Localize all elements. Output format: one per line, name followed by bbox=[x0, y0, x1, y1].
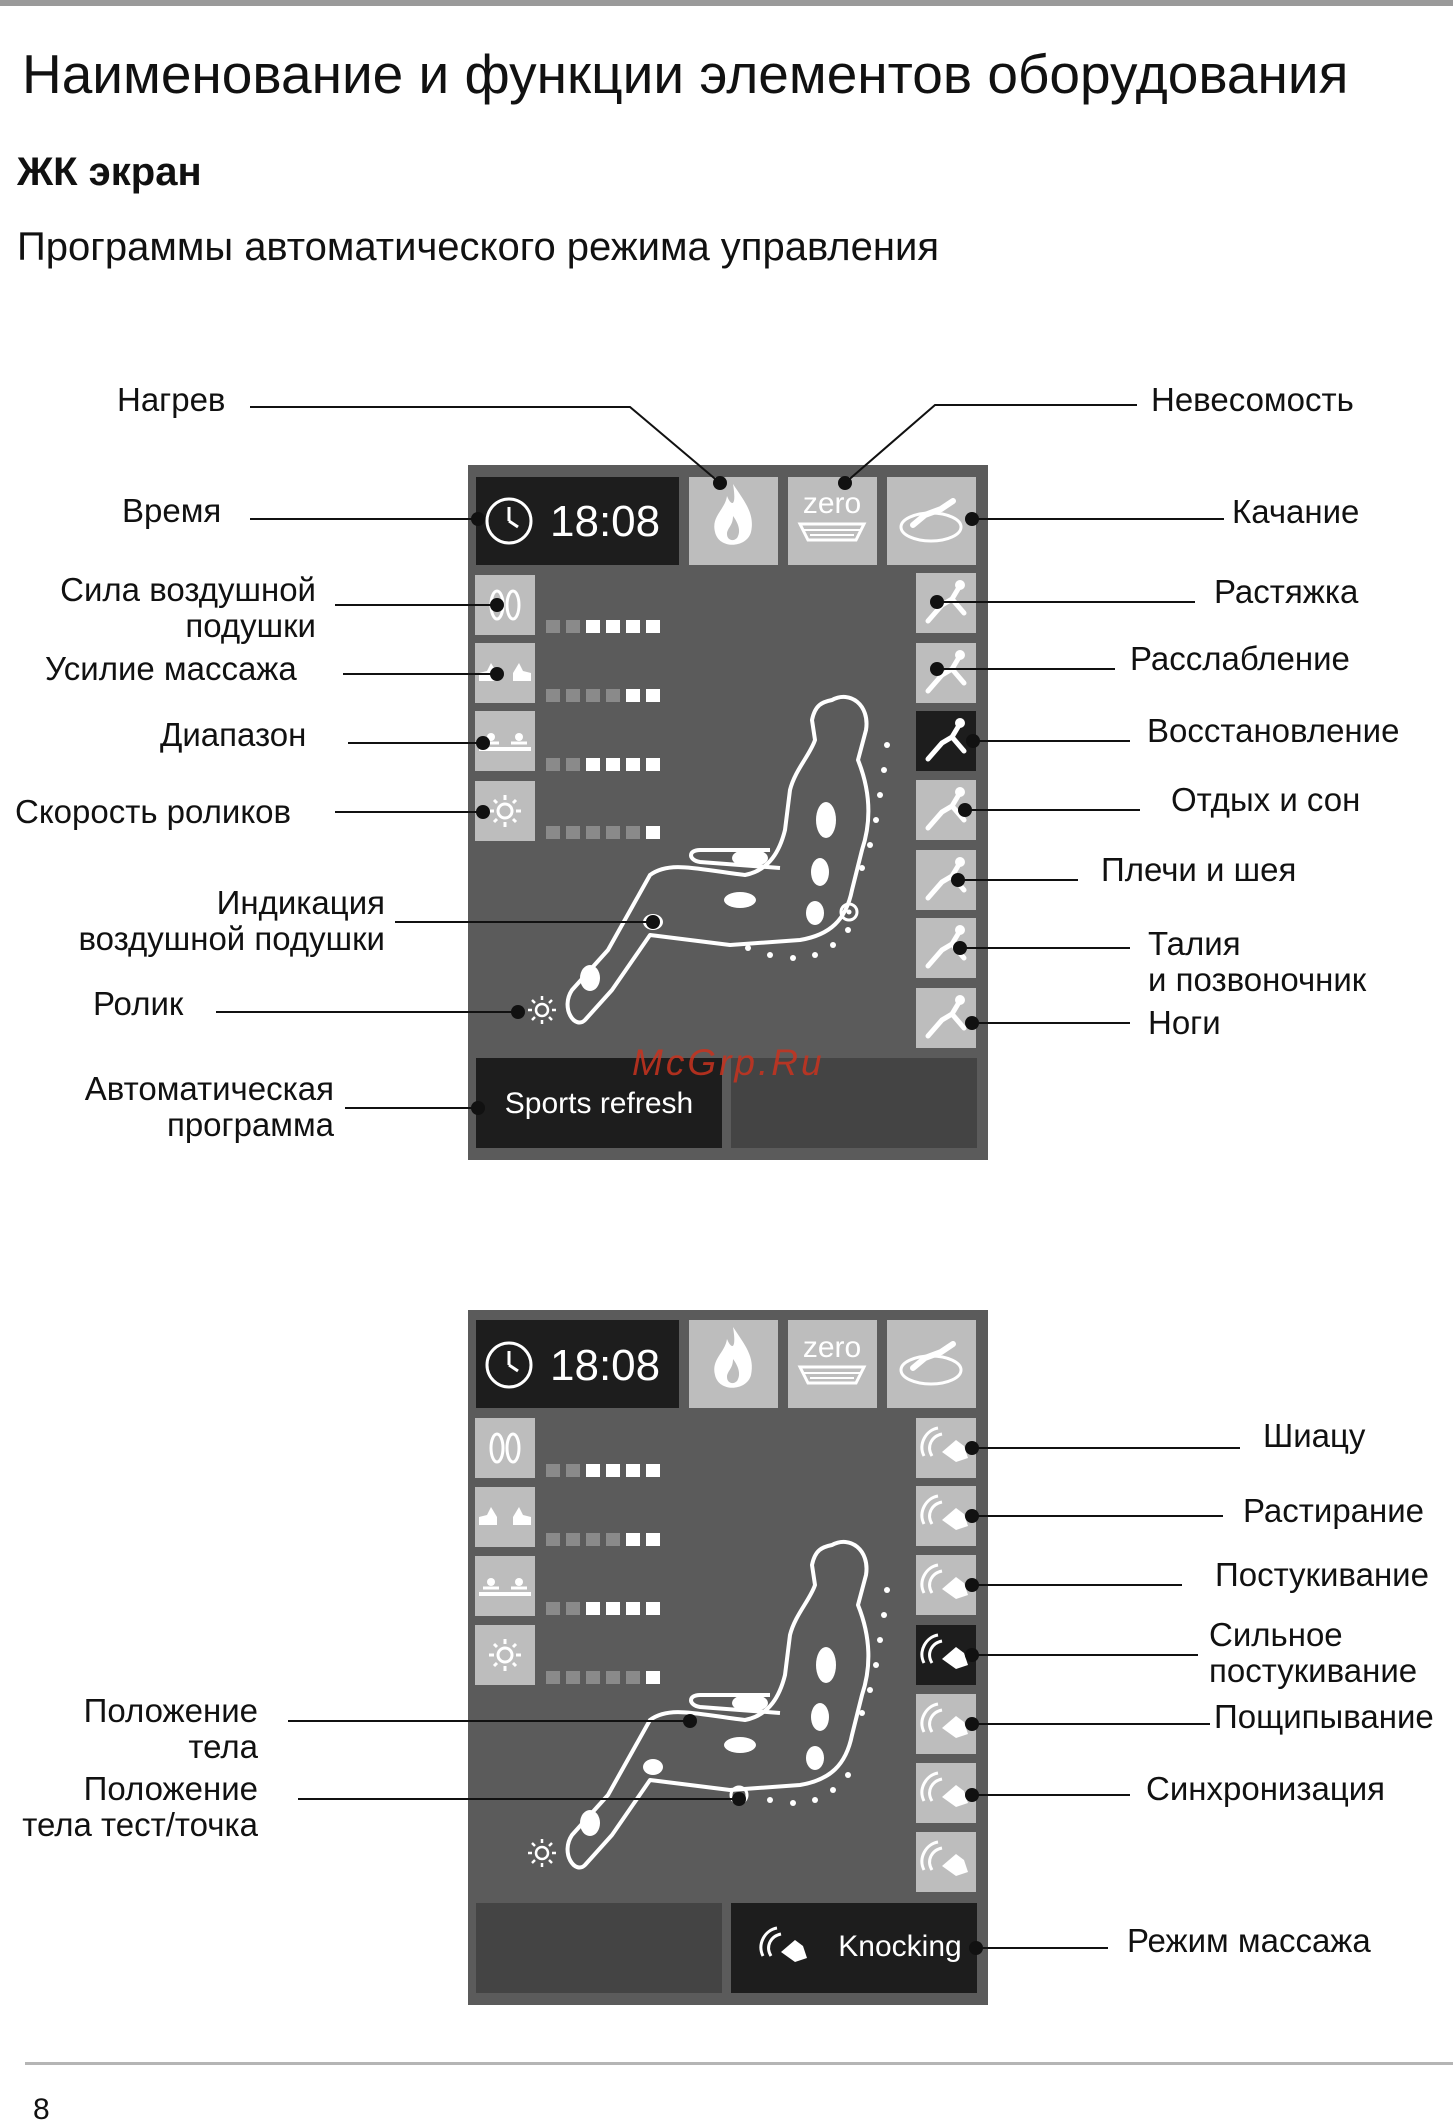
label-pinching: Пощипывание bbox=[1214, 1698, 1434, 1735]
top-rule bbox=[0, 0, 1453, 6]
watermark: McGrp.Ru bbox=[632, 1042, 825, 1083]
bottom-rule bbox=[25, 2062, 1453, 2065]
page-number: 8 bbox=[33, 2093, 50, 2126]
label-shiatsu: Шиацу bbox=[1263, 1417, 1366, 1454]
page-subtitle: ЖК экран bbox=[17, 150, 202, 194]
label-stretch: Растяжка bbox=[1214, 573, 1359, 610]
lcd-screen-2: 18:08 zero bbox=[288, 1310, 1240, 2005]
page-title: Наименование и функции элементов оборудо… bbox=[22, 43, 1349, 105]
section-heading: Программы автоматического режима управле… bbox=[17, 225, 939, 269]
clock-time-2: 18:08 bbox=[550, 1341, 660, 1390]
label-relax: Расслабление bbox=[1130, 640, 1350, 677]
label-tapping: Постукивание bbox=[1215, 1556, 1429, 1593]
massage-mode-name: Knocking bbox=[838, 1930, 961, 1963]
auto-program-name: Sports refresh bbox=[505, 1087, 693, 1120]
label-range: Диапазон bbox=[160, 716, 307, 753]
lcd-screen-1: 18:08 zero bbox=[216, 404, 1224, 1160]
label-sync: Синхронизация bbox=[1146, 1770, 1386, 1807]
label-massage-mode: Режим массажа bbox=[1127, 1922, 1371, 1959]
label-massage-strength: Усилие массажа bbox=[45, 650, 297, 687]
label-zero-gravity: Невесомость bbox=[1151, 381, 1354, 418]
label-shoulder-neck: Плечи и шея bbox=[1101, 851, 1297, 888]
label-swing: Качание bbox=[1232, 493, 1360, 530]
label-legs: Ноги bbox=[1148, 1004, 1221, 1041]
zero-label-2: zero bbox=[803, 1331, 861, 1364]
label-heat: Нагрев bbox=[117, 381, 226, 418]
label-rest-sleep: Отдых и сон bbox=[1171, 781, 1361, 818]
label-roller: Ролик bbox=[93, 985, 184, 1022]
label-time: Время bbox=[122, 492, 222, 529]
clock-time: 18:08 bbox=[550, 497, 660, 546]
zero-label: zero bbox=[803, 487, 861, 520]
label-recovery: Восстановление bbox=[1147, 712, 1400, 749]
label-roller-speed: Скорость роликов bbox=[15, 793, 292, 830]
label-kneading: Растирание bbox=[1243, 1492, 1425, 1529]
